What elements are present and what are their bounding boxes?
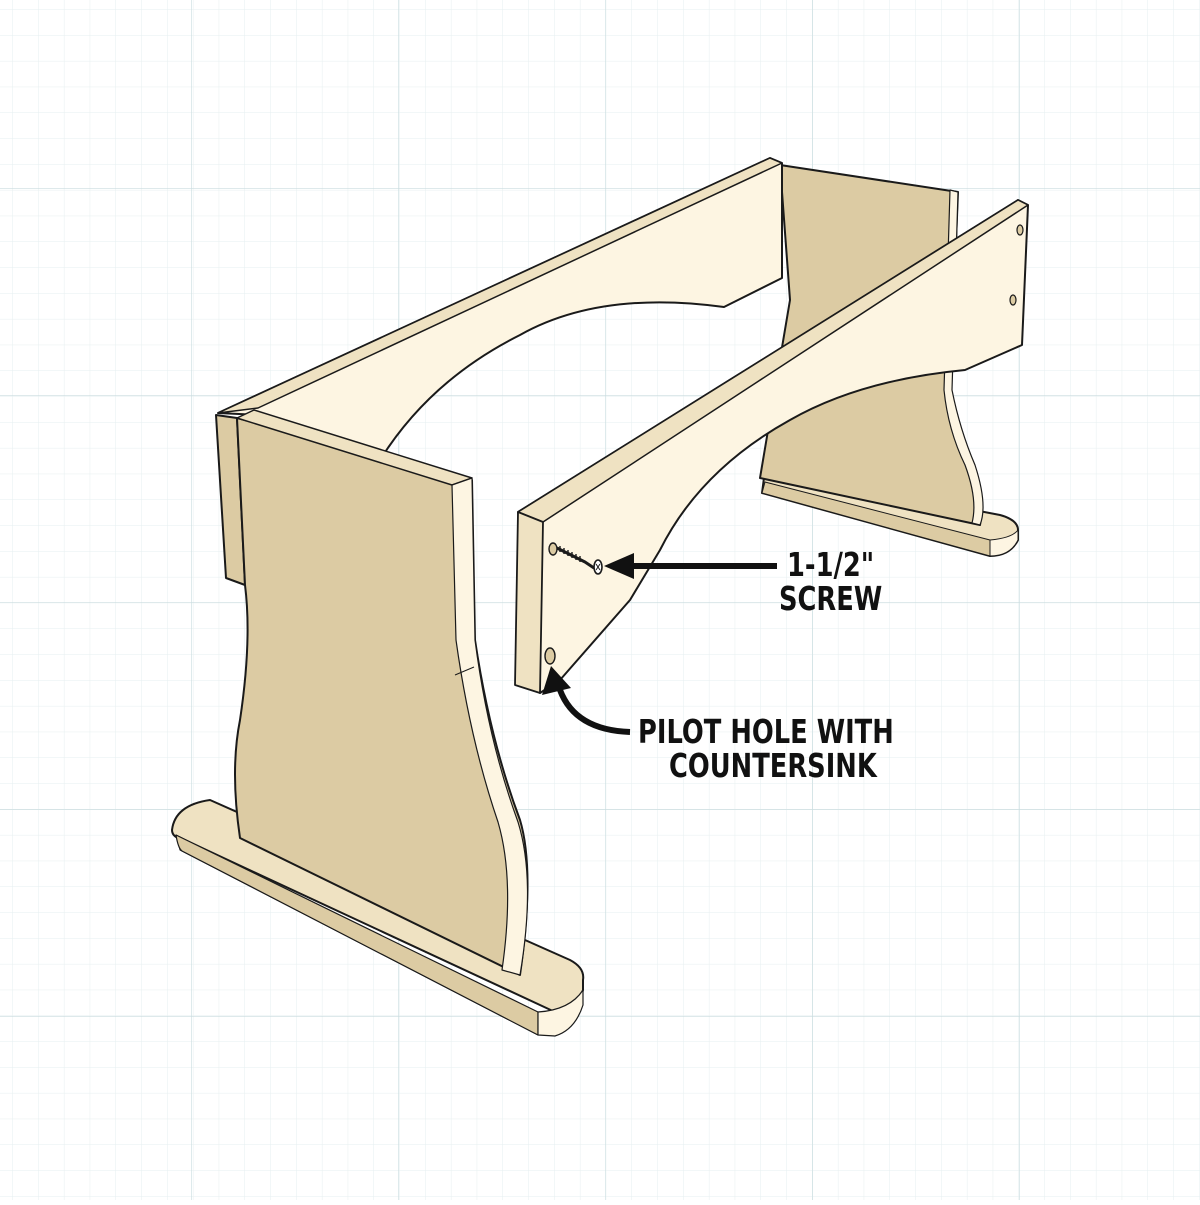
back-apron xyxy=(217,157,783,461)
pilot-hole-text-line2: COUNTERSINK xyxy=(669,746,877,785)
pilot-hole-text-line1: PILOT HOLE WITH xyxy=(638,712,894,751)
countersink-hole-icon xyxy=(544,647,556,665)
screw-callout-arrow xyxy=(604,553,777,579)
pilot-hole-callout-arrow xyxy=(542,666,631,735)
screw-callout-label: 1-1/2" SCREW xyxy=(779,548,882,616)
pilot-hole-icon xyxy=(1009,294,1017,306)
left-leg xyxy=(215,409,529,976)
pilot-hole-callout-label: PILOT HOLE WITH COUNTERSINK xyxy=(638,715,894,783)
screw-icon xyxy=(548,542,603,575)
screw-size-text: 1-1/2" xyxy=(786,545,875,584)
front-apron xyxy=(514,199,1029,694)
screw-type-text: SCREW xyxy=(779,579,883,618)
pilot-hole-icon xyxy=(1016,224,1024,236)
